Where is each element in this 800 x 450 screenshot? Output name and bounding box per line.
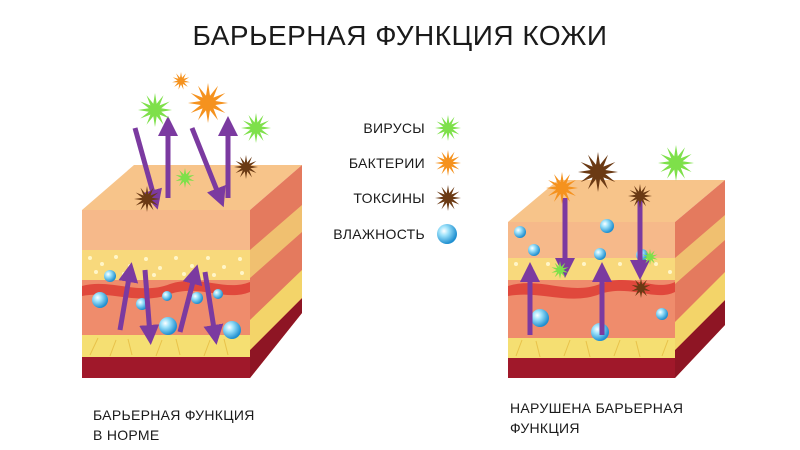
legend-label-toxins: ТОКСИНЫ	[353, 190, 425, 206]
toxin-icon	[234, 155, 258, 179]
diagram-title: БАРЬЕРНАЯ ФУНКЦИЯ КОЖИ	[192, 20, 608, 51]
arrows-internal-normal	[117, 262, 224, 345]
moisture-drops-damaged	[514, 219, 668, 341]
toxin-icon	[628, 184, 652, 208]
legend-label-bacteria: БАКТЕРИИ	[348, 155, 425, 171]
virus-icon	[642, 249, 658, 265]
caption-damaged: НАРУШЕНА БАРЬЕРНАЯ ФУНКЦИЯ	[510, 398, 683, 438]
bacteria-icon	[188, 83, 228, 123]
virus-icon	[241, 113, 271, 143]
toxin-icon	[631, 278, 651, 298]
caption-normal-line2: В НОРМЕ	[93, 427, 160, 443]
legend-label-moisture: ВЛАЖНОСТЬ	[333, 226, 425, 242]
virus-icon	[175, 168, 195, 188]
caption-damaged-line1: НАРУШЕНА БАРЬЕРНАЯ	[510, 400, 684, 416]
arrows-deflected-normal	[132, 116, 238, 210]
skin-block-normal	[82, 116, 302, 378]
moisture-icon	[437, 224, 457, 244]
skin-block-damaged	[508, 180, 725, 378]
moisture-drops-normal	[92, 270, 241, 339]
virus-icon	[658, 145, 694, 181]
toxin-icon	[134, 186, 160, 212]
virus-icon	[138, 93, 172, 127]
bacteria-icon	[546, 172, 578, 204]
toxin-icon	[435, 185, 461, 211]
legend-label-viruses: ВИРУСЫ	[363, 120, 425, 136]
caption-normal-line1: БАРЬЕРНАЯ ФУНКЦИЯ	[93, 407, 255, 423]
caption-normal: БАРЬЕРНАЯ ФУНКЦИЯ В НОРМЕ	[93, 405, 255, 445]
arrows-damaged	[520, 198, 650, 335]
bacteria-icon	[435, 150, 461, 176]
caption-damaged-line2: ФУНКЦИЯ	[510, 420, 580, 436]
virus-icon	[435, 115, 461, 141]
virus-icon	[551, 261, 569, 279]
toxin-icon	[578, 152, 618, 192]
bacteria-icon	[172, 72, 190, 90]
